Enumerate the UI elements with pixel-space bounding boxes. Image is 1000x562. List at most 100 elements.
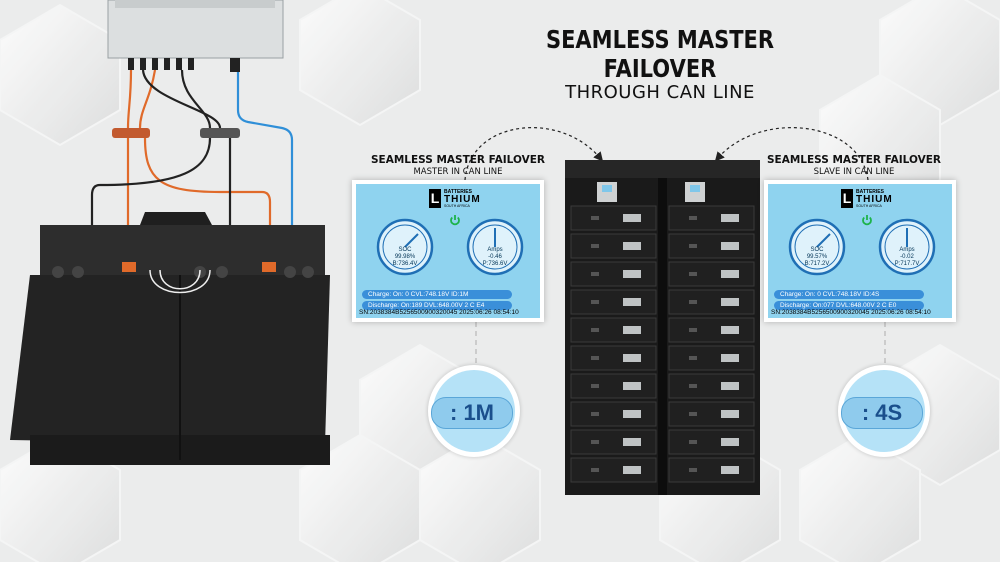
module-handle <box>623 410 641 418</box>
battery-module-icon <box>668 429 755 455</box>
battery-module-icon <box>570 429 657 455</box>
title-line1: SEAMLESS MASTER FAILOVER <box>545 25 775 83</box>
battery-front <box>10 275 330 445</box>
module-handle <box>623 270 641 278</box>
amps-gauge-icon <box>466 218 524 276</box>
module-port <box>689 412 697 416</box>
module-port <box>591 244 599 248</box>
module-handle <box>623 214 641 222</box>
battery-module-icon <box>668 401 755 427</box>
module-handle <box>721 270 739 278</box>
slave-caption-title: SEAMLESS MASTER FAILOVER <box>766 154 942 166</box>
slave-caption-sub: SLAVE IN CAN LINE <box>813 167 895 177</box>
module-port <box>689 356 697 360</box>
charge-bar: Charge: On: 0 CVL:748.18V ID:4S <box>774 290 924 299</box>
module-port <box>689 244 697 248</box>
module-port <box>591 412 599 416</box>
master-caption: SEAMLESS MASTER FAILOVER MASTER IN CAN L… <box>358 154 558 177</box>
module-handle <box>721 242 739 250</box>
inverter-box <box>107 0 284 59</box>
module-handle <box>721 466 739 474</box>
battery-module-icon <box>570 345 657 371</box>
module-handle <box>623 298 641 306</box>
discharge-bar: Discharge: On:189 DVL:648.00V 2 C E4 <box>362 301 512 310</box>
module-handle <box>721 382 739 390</box>
battery-module-icon <box>570 233 657 259</box>
module-port <box>591 440 599 444</box>
battery-module-icon <box>570 289 657 315</box>
arrow-icon <box>464 127 604 181</box>
module-port <box>689 384 697 388</box>
battery-module-icon <box>668 233 755 259</box>
module-handle <box>721 410 739 418</box>
module-port <box>689 468 697 472</box>
master-id-bubble: : 1M <box>428 365 520 457</box>
title-line2: THROUGH CAN LINE <box>565 82 755 103</box>
module-port <box>689 440 697 444</box>
soc-gauge-icon <box>788 218 846 276</box>
battery-module-icon <box>570 457 657 483</box>
module-port <box>591 216 599 220</box>
module-handle <box>623 326 641 334</box>
module-handle <box>721 214 739 222</box>
slave-id-bubble: : 4S <box>838 365 930 457</box>
module-handle <box>721 326 739 334</box>
module-handle <box>721 354 739 362</box>
battery-module-icon <box>668 205 755 231</box>
battery-module-icon <box>570 373 657 399</box>
discharge-bar: Discharge: On:077 DVL:648.00V 2 C E0 <box>774 301 924 310</box>
charge-bar: Charge: On: 0 CVL:748.18V ID:1M <box>362 290 512 299</box>
slave-caption: SEAMLESS MASTER FAILOVER SLAVE IN CAN LI… <box>754 154 954 177</box>
serial-number: SN:2038384B5256500900320045 2025:06:26 0… <box>359 309 519 316</box>
slave-id-pill: : 4S <box>841 397 923 429</box>
battery-installation-illustration <box>10 0 330 465</box>
module-port <box>591 328 599 332</box>
module-handle <box>623 438 641 446</box>
battery-module-icon <box>668 457 755 483</box>
module-handle <box>623 382 641 390</box>
module-port <box>591 384 599 388</box>
battery-module-icon <box>570 317 657 343</box>
module-handle <box>721 298 739 306</box>
module-port <box>591 356 599 360</box>
lithium-logo: L BATTERIES THIUM SOUTH AFRICA <box>429 189 481 208</box>
module-port <box>591 272 599 276</box>
power-icon <box>450 215 460 226</box>
module-port <box>689 216 697 220</box>
serial-number: SN:2038384B5256500900320045 2025:06:26 0… <box>771 309 931 316</box>
lithium-logo: L BATTERIES THIUM SOUTH AFRICA <box>841 189 893 208</box>
module-port <box>591 468 599 472</box>
master-caption-sub: MASTER IN CAN LINE <box>413 167 503 177</box>
master-id-pill: : 1M <box>431 397 513 429</box>
amps-gauge-icon <box>878 218 936 276</box>
module-handle <box>623 354 641 362</box>
power-icon <box>862 215 872 226</box>
battery-module-icon <box>668 317 755 343</box>
master-caption-title: SEAMLESS MASTER FAILOVER <box>370 154 546 166</box>
battery-rack <box>565 160 760 495</box>
module-port <box>689 300 697 304</box>
module-port <box>689 272 697 276</box>
battery-module-icon <box>668 373 755 399</box>
soc-gauge-icon <box>376 218 434 276</box>
battery-module-icon <box>668 345 755 371</box>
module-port <box>689 328 697 332</box>
module-port <box>591 300 599 304</box>
battery-top <box>40 225 325 275</box>
battery-module-icon <box>570 401 657 427</box>
battery-module-icon <box>570 261 657 287</box>
arrow-icon <box>714 127 869 181</box>
diagram-title: SEAMLESS MASTER FAILOVER THROUGH CAN LIN… <box>500 25 820 103</box>
module-handle <box>721 438 739 446</box>
battery-module-icon <box>668 289 755 315</box>
battery-module-icon <box>570 205 657 231</box>
battery-module-icon <box>668 261 755 287</box>
module-handle <box>623 466 641 474</box>
